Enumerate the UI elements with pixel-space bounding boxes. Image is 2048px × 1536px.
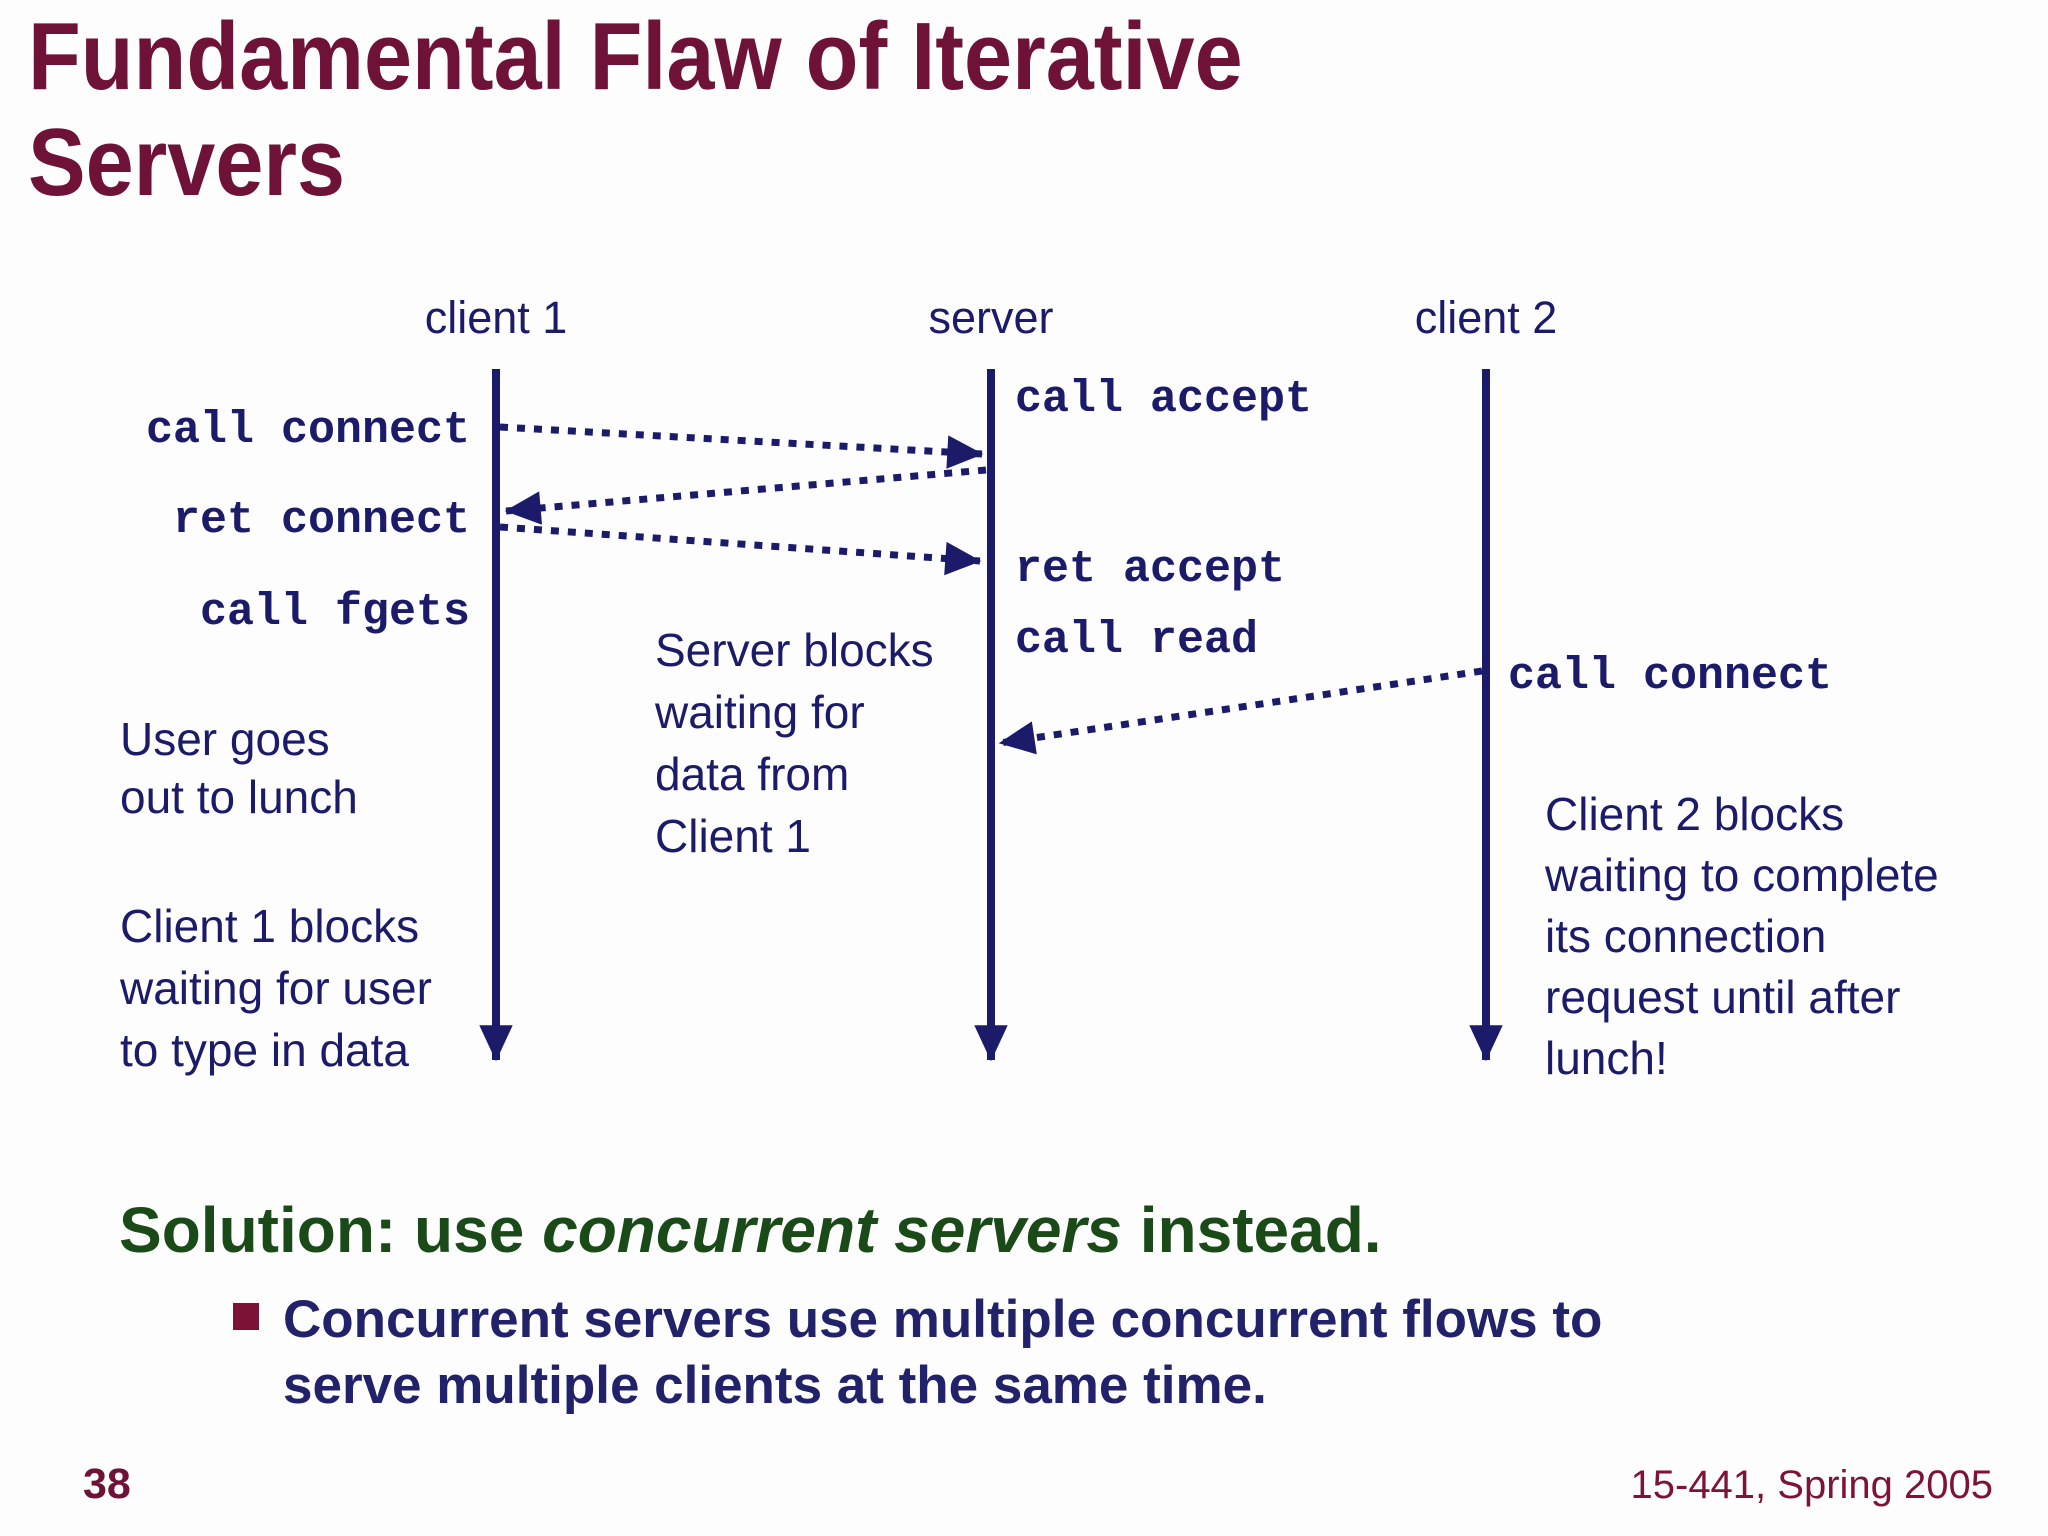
note-user-goes-to-lunch: User goes out to lunch: [120, 713, 358, 823]
page-number: 38: [83, 1460, 131, 1508]
arrow-connect-return: [504, 466, 987, 525]
solution-prefix: Solution: use: [119, 1194, 543, 1266]
event-server-call-accept: call accept: [1015, 374, 1313, 425]
solution-suffix: instead.: [1121, 1194, 1382, 1266]
lifeline-label-client2: client 2: [1414, 292, 1558, 343]
footer-course-label: 15-441, Spring 2005: [1630, 1463, 1994, 1507]
event-client1-ret-connect: ret connect: [172, 495, 470, 546]
lifeline-label-server: server: [928, 292, 1054, 343]
note-client2-blocks: Client 2 blocks waiting to complete its …: [1545, 788, 1939, 1084]
arrow-accept-return: [499, 523, 982, 576]
event-server-ret-accept: ret accept: [1015, 544, 1286, 595]
arrow-connect-request: [499, 423, 984, 469]
solution-heading: Solution: use concurrent servers instead…: [119, 1193, 1382, 1267]
slide-title-line1: Fundamental Flaw of Iterative: [28, 3, 1243, 110]
event-client2-call-connect: call connect: [1508, 651, 1833, 702]
bullet-marker: [233, 1303, 259, 1330]
event-client1-call-fgets: call fgets: [199, 587, 470, 638]
event-client1-call-connect: call connect: [145, 405, 470, 456]
bullet-text: Concurrent servers use multiple concurre…: [283, 1290, 1603, 1415]
note-client1-blocks: Client 1 blocks waiting for user to type…: [120, 900, 432, 1076]
note-server-blocks: Server blocks waiting for data from Clie…: [655, 624, 934, 862]
slide-title-line2: Servers: [28, 109, 346, 216]
arrow-client2-connect-request: [998, 667, 1483, 755]
lifeline-label-client1: client 1: [424, 292, 568, 343]
solution-emphasis: concurrent servers: [542, 1194, 1122, 1266]
slide-title: Fundamental Flaw of Iterative Servers: [28, 4, 1243, 216]
event-server-call-read: call read: [1015, 615, 1259, 666]
